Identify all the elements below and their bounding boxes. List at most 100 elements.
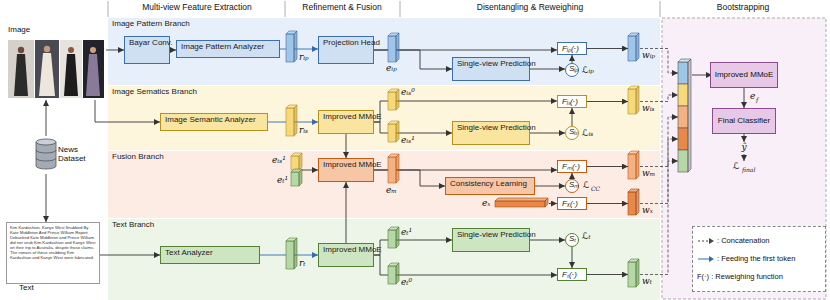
loss-symbol: ℒ <box>583 181 589 190</box>
process-box: Improved MMoE <box>318 110 374 134</box>
subscript: final <box>742 167 755 173</box>
legend-text: : Concatenation <box>717 237 770 245</box>
feature-symbol: eₜ⁰ <box>401 278 412 287</box>
feature-symbol: eₘ <box>386 186 397 195</box>
loss-symbol: ℒₜ <box>582 232 591 241</box>
node-text: Fₓ(·) <box>562 200 578 208</box>
loss-symbol: ℒᵢₛ <box>582 129 593 138</box>
connector-arrow <box>106 50 124 51</box>
branch-band: Fusion BranchImproved MMoE Consistency Le… <box>108 151 660 218</box>
branch-band: Text BranchText Analyzer Improved MMoE Sin… <box>108 219 660 300</box>
connector-arrow <box>530 240 565 241</box>
node-text: Single-view Prediction <box>457 231 536 239</box>
feature-symbol: eᵢₛ¹ <box>401 136 415 145</box>
process-box: Image Pattern Analyzer <box>176 40 280 58</box>
connector-arrow <box>374 240 452 255</box>
connector-arrow <box>530 69 565 70</box>
connector-arrow <box>744 88 745 108</box>
process-box: Text Analyzer <box>160 246 260 264</box>
node-text: Fusion Branch <box>112 153 164 161</box>
feature-symbol: eₜ¹ <box>277 176 288 185</box>
branch-background <box>108 86 660 150</box>
process-box: Single-view Prediction <box>452 121 530 145</box>
connector-arrow <box>46 100 47 136</box>
weight-symbol: wₘ <box>642 169 655 178</box>
connector-arrow <box>572 55 573 63</box>
process-box: Improved MMoE <box>318 243 374 267</box>
feature-symbol: rₜ <box>299 259 306 268</box>
connector-arrow <box>374 101 557 122</box>
connector-arrow <box>95 100 160 122</box>
image-input: Image <box>6 26 106 100</box>
weight-symbol: wᵢₛ <box>642 104 655 113</box>
database-icon <box>36 139 56 169</box>
connector-arrow <box>374 50 452 69</box>
node-text: Sₘ <box>569 181 579 189</box>
node-text: Text <box>19 284 34 292</box>
connector-arrow <box>535 186 565 187</box>
header-dividers <box>108 1 660 17</box>
reweigh-box: Fₘ(·) <box>557 160 587 173</box>
reweigh-box: Fₓ(·) <box>557 197 587 210</box>
reweigh-box: Fₜ(·) <box>557 268 587 281</box>
column-header: Bootstrapping <box>717 3 769 12</box>
flow-arrows <box>302 49 744 275</box>
legend-text: F(·) : Reweighing function <box>697 273 783 281</box>
feature-symbol: rᵢₛ <box>299 126 308 135</box>
concatenation-lines <box>640 49 678 275</box>
process-box: Consistency Learning <box>445 177 535 195</box>
node-text: Image Semantic Analyzer <box>165 116 256 124</box>
loss-symbol: ℒᵢₚ <box>582 66 594 75</box>
dataset-label: News Dataset <box>34 136 96 174</box>
bootstrapping-region <box>662 18 826 299</box>
legend-row: : Feeding the first token <box>697 255 821 263</box>
process-box: Single-view Prediction <box>452 228 530 252</box>
node-text: Fᵢₚ(·) <box>562 45 579 53</box>
column-header: Refinement & Fusion <box>302 3 381 12</box>
feature-bars <box>286 31 691 287</box>
weight-symbol: wₜ <box>642 277 652 286</box>
process-box: Projection Head <box>318 36 374 64</box>
node-text: Text Analyzer <box>165 249 213 257</box>
feature-symbol: e <box>750 92 755 101</box>
connector-arrow <box>572 247 573 268</box>
connector-arrow <box>346 134 347 158</box>
connector-arrow <box>572 108 573 126</box>
node-text: Single-view Prediction <box>457 124 536 132</box>
node-text: Fₜ(·) <box>562 271 577 279</box>
process-box: Single-view Prediction <box>452 57 530 81</box>
branch-background <box>108 219 660 300</box>
connector-arrow <box>374 170 445 186</box>
reweigh-box: Fᵢₛ(·) <box>557 95 587 108</box>
node-text: Fᵢₛ(·) <box>562 98 578 106</box>
process-box: Improved MMoE <box>710 62 778 88</box>
feature-symbol: eᵢₚ <box>386 64 397 73</box>
legend-box: : Concatenation : Feeding the first token… <box>692 226 826 292</box>
output-symbol: ŷ <box>741 143 746 152</box>
feature-symbol: eᵢₛ⁰ <box>401 88 415 97</box>
connector-arrow <box>46 174 47 222</box>
node-text: Text Branch <box>112 221 154 229</box>
score-circle: Sᵢₚ <box>565 63 579 77</box>
node-text: Improved MMoE <box>323 161 382 169</box>
node-text: Sᵢₚ <box>569 65 578 73</box>
process-box: Improved MMoE <box>318 158 374 182</box>
feature-symbol: rᵢₚ <box>299 53 309 62</box>
feature-symbol: eᵢₛ¹ <box>272 156 286 165</box>
connector-arrow <box>346 182 347 243</box>
node-text: Final Classifier <box>718 117 770 126</box>
subscript: CC <box>591 186 600 192</box>
feature-symbol: eₓ <box>482 199 491 208</box>
reweigh-box: Fᵢₚ(·) <box>557 42 587 55</box>
branch-band: Image Pattern BranchBayar Conv.Image Pat… <box>108 18 660 85</box>
node-text: Image Pattern Branch <box>112 20 190 28</box>
text-document: TextKim Kardashian, Kanye West Snubbed B… <box>6 222 100 284</box>
node-text: Improved MMoE <box>323 246 382 254</box>
node-text: News Dataset <box>58 146 96 164</box>
branch-band: Image Sematics BranchImage Semantic Anal… <box>108 86 660 150</box>
node-text: Image Sematics Branch <box>112 88 197 96</box>
node-text: Single-view Prediction <box>457 60 536 68</box>
legend-sample <box>697 237 715 245</box>
node-text: Consistency Learning <box>450 180 527 188</box>
branch-background <box>108 151 660 218</box>
